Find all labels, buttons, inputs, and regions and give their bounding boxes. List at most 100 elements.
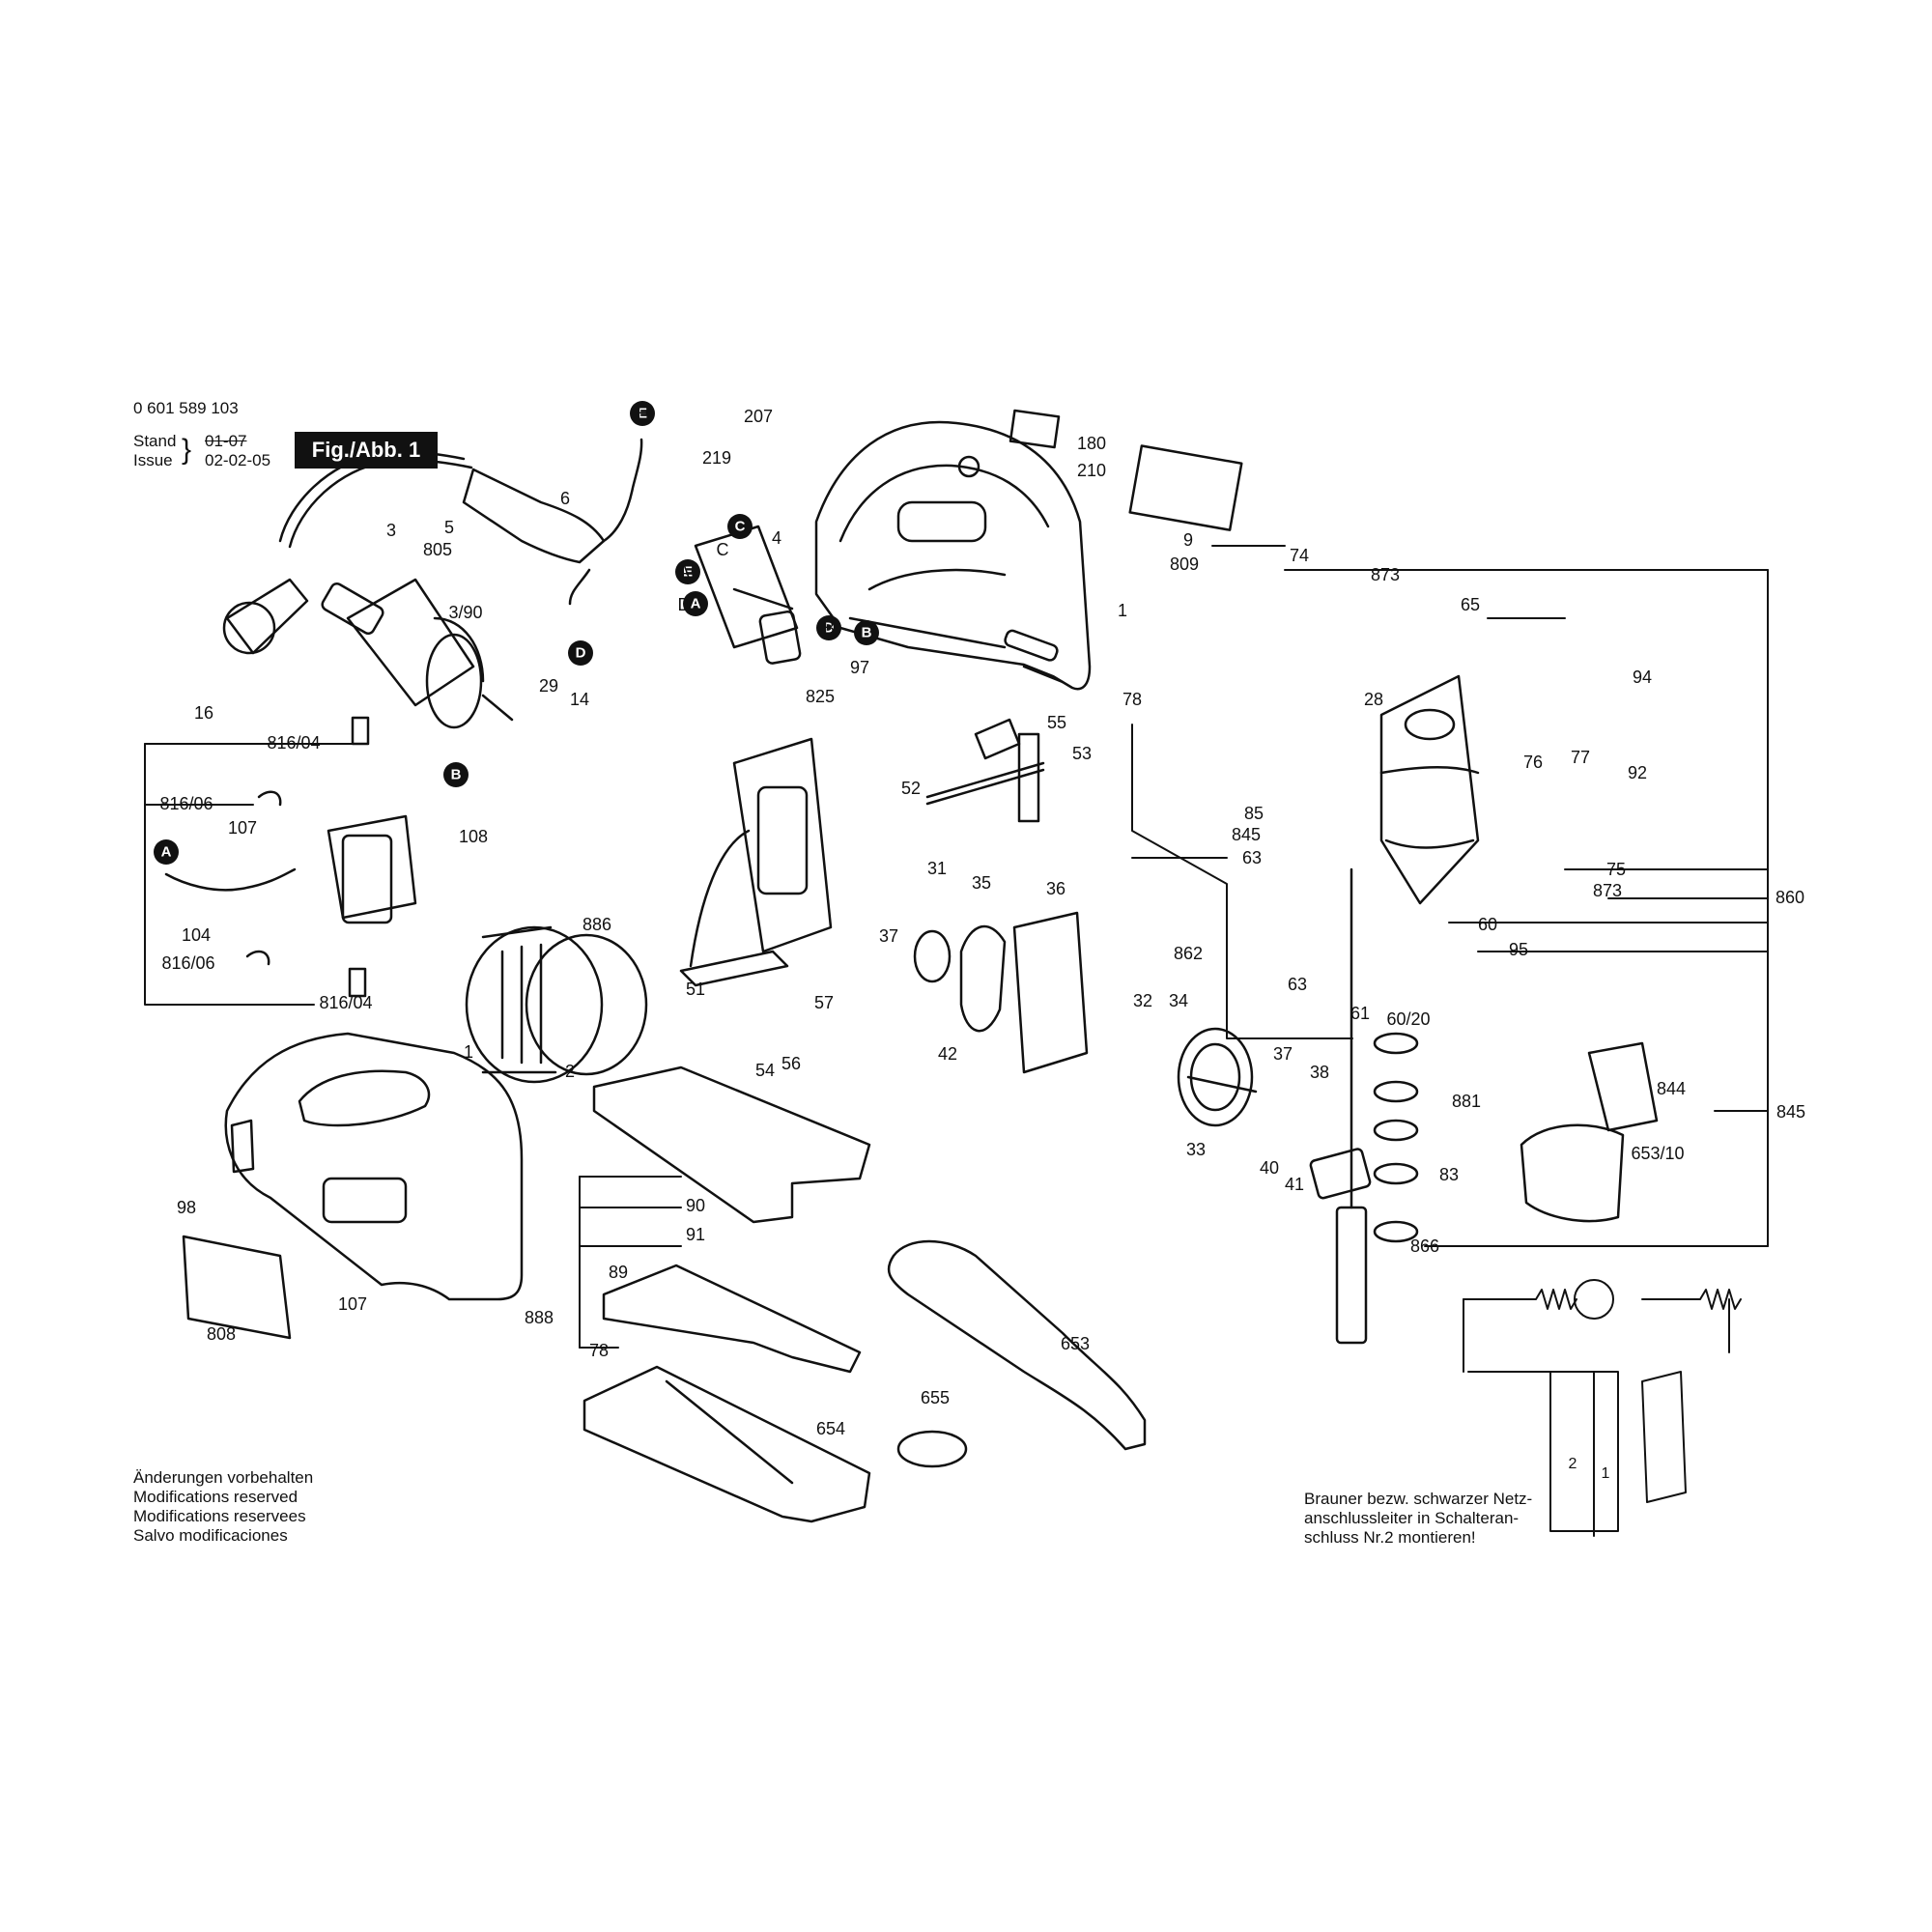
- part-label: 888: [525, 1308, 554, 1327]
- part-label: 108: [459, 827, 488, 846]
- leader-lines: [144, 545, 1769, 1349]
- brush-holder: [245, 716, 417, 998]
- figure-tag: Fig./Abb. 1: [295, 432, 438, 469]
- stand-date: 01-07: [205, 432, 247, 450]
- plunger: [1309, 867, 1372, 1345]
- part-label: 873: [1371, 565, 1400, 584]
- connector-letter: D: [824, 620, 835, 637]
- part-label: 63: [1288, 975, 1307, 994]
- part-label: 207: [744, 407, 773, 426]
- part-label: 91: [686, 1225, 705, 1244]
- part-label: 3: [386, 521, 396, 540]
- wiring-note: Brauner bezw. schwarzer Netz- anschlussl…: [1304, 1490, 1532, 1548]
- label-strip-808: [182, 1235, 292, 1340]
- part-label: 35: [972, 873, 991, 893]
- wiring-note-line: Brauner bezw. schwarzer Netz-: [1304, 1490, 1533, 1508]
- part-label: D: [678, 595, 691, 614]
- cable-104: [164, 867, 297, 892]
- part-label: 104: [182, 925, 211, 945]
- part-label: 809: [1170, 554, 1199, 574]
- part-label: 56: [781, 1054, 801, 1073]
- part-label: 886: [582, 915, 611, 934]
- part-label: 881: [1452, 1092, 1481, 1111]
- connector-letter: D: [576, 645, 586, 662]
- part-label: 16: [194, 703, 213, 723]
- cover-653-10: [1520, 1123, 1625, 1223]
- part-label: 92: [1628, 763, 1647, 782]
- part-label: 37: [1273, 1044, 1293, 1064]
- part-label: 98: [177, 1198, 196, 1217]
- part-label: 77: [1571, 748, 1590, 767]
- part-label: 78: [1122, 690, 1142, 709]
- part-label: B: [823, 618, 835, 638]
- part-label: 85: [1244, 804, 1264, 823]
- part-label: 107: [338, 1294, 367, 1314]
- part-label: 52: [901, 779, 921, 798]
- note-line: Änderungen vorbehalten: [133, 1468, 314, 1487]
- part-label: 61: [1350, 1004, 1370, 1023]
- armature: [321, 578, 514, 729]
- connector-letter: E: [638, 406, 647, 422]
- schematic-terminal: 2: [1569, 1456, 1577, 1472]
- part-label: 107: [228, 818, 257, 838]
- plug-55: [974, 718, 1021, 760]
- part-label: 36: [1046, 879, 1065, 898]
- connector-letter-labels: E D C E A B A D B: [161, 406, 872, 861]
- connector-letter: A: [691, 596, 701, 612]
- part-label: 866: [1410, 1236, 1439, 1256]
- part-label: 844: [1657, 1079, 1686, 1098]
- support-roller-844: [1587, 1041, 1659, 1132]
- plate-35: [959, 924, 1007, 1033]
- part-label: 74: [1290, 546, 1309, 565]
- part-label: 89: [609, 1263, 628, 1282]
- part-labels: 207 219 180 210 9 809 74 873 65 6 5 805 …: [159, 404, 1805, 1438]
- cap-655: [896, 1430, 968, 1468]
- part-label: 655: [921, 1388, 950, 1407]
- part-label: 816/06: [161, 953, 214, 973]
- part-label: 654: [816, 1419, 845, 1438]
- part-label: 808: [207, 1324, 236, 1344]
- guide-roller-stack: [1373, 1032, 1419, 1243]
- note-line: Modifications reservees: [133, 1507, 306, 1525]
- label-plate-180: [1009, 409, 1061, 449]
- gear-33: [1177, 1027, 1258, 1127]
- part-label: 37: [879, 926, 898, 946]
- part-label: 65: [1461, 595, 1480, 614]
- base-plate: [582, 1065, 871, 1523]
- connector-letter: B: [451, 767, 462, 783]
- part-label: 29: [539, 676, 558, 696]
- part-label: 60: [1478, 915, 1497, 934]
- part-label: 14: [570, 690, 589, 709]
- part-label: 825: [806, 687, 835, 706]
- label-plate-9: [1128, 444, 1243, 531]
- washer-31: [913, 929, 952, 983]
- modification-notes: Änderungen vorbehalten Modifications res…: [133, 1468, 313, 1546]
- part-label: 53: [1072, 744, 1092, 763]
- part-label: 75: [1606, 860, 1626, 879]
- part-label: 55: [1047, 713, 1066, 732]
- switch: [694, 525, 802, 665]
- part-label: 76: [1523, 753, 1543, 772]
- part-label: 845: [1776, 1102, 1805, 1122]
- part-label: 862: [1174, 944, 1203, 963]
- part-number: 0 601 589 103: [133, 399, 239, 417]
- part-label: 816/06: [159, 794, 213, 813]
- part-label: 816/04: [319, 993, 372, 1012]
- part-label: E: [637, 404, 648, 423]
- rod-52: [925, 761, 1045, 806]
- note-line: Modifications reserved: [133, 1488, 298, 1506]
- gear-cover: [1379, 674, 1480, 905]
- connector-letter: B: [862, 625, 872, 641]
- part-label: 816/04: [267, 733, 320, 753]
- part-label: 94: [1633, 668, 1652, 687]
- part-label: 78: [589, 1341, 609, 1360]
- dust-hose-653: [887, 1239, 1147, 1451]
- part-label: 51: [686, 980, 705, 999]
- part-label: 41: [1285, 1175, 1304, 1194]
- schematic-terminal-labels: 2 1: [1569, 1456, 1610, 1482]
- note-line: Salvo modificaciones: [133, 1526, 288, 1545]
- part-label: 873: [1593, 881, 1622, 900]
- part-label: 1: [1118, 601, 1127, 620]
- gear-guide: [679, 737, 833, 987]
- part-label: 38: [1310, 1063, 1329, 1082]
